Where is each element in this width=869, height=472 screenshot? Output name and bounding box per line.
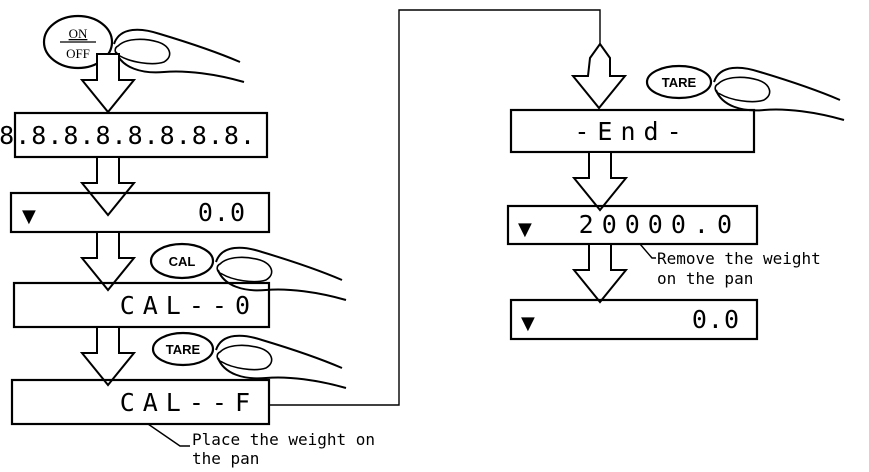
finger-icon [113,28,245,84]
note-remove-line-1: Remove the weight [657,249,821,268]
note-leader-line [639,243,656,259]
display-segment-test-text: 8.8.8.8.8.8.8.8. [0,121,256,150]
display-end: -End- [509,108,756,154]
finger-icon [713,66,845,121]
stable-indicator-icon: ▼ [22,206,36,227]
display-weight: ▼ 20000.0 [506,204,759,246]
flow-arrow-icon [81,231,135,291]
note-leader-line [147,423,190,447]
flow-arrow-icon [573,243,627,303]
display-weight-value: 20000.0 [579,210,740,239]
display-cal-f-text: CAL--F [120,388,258,417]
flow-arrow-icon [81,53,135,113]
on-label: ON [69,26,88,41]
flow-arrow-icon [81,326,135,386]
display-cal-zero: CAL--0 [12,281,271,329]
cal-button[interactable]: CAL [149,242,215,280]
display-end-text: -End- [574,117,689,146]
stable-indicator-icon: ▼ [518,219,532,240]
display-zero-right-value: 0.0 [692,305,740,334]
display-zero-value: 0.0 [198,198,246,227]
tare-button-right-label: TARE [662,75,697,90]
tare-button-right[interactable]: TARE [645,64,713,100]
on-off-button[interactable]: ON OFF [42,14,114,70]
flow-arrow-icon [570,42,628,110]
cal-button-label: CAL [169,254,196,269]
display-cal-zero-text: CAL--0 [120,291,258,320]
note-place-line-1: Place the weight on [192,430,375,449]
tare-button[interactable]: TARE [151,331,215,367]
off-label: OFF [66,46,90,61]
stable-indicator-icon: ▼ [521,313,535,334]
note-remove-line-2: on the pan [657,269,753,288]
display-segment-test: 8.8.8.8.8.8.8.8. [0,111,269,159]
note-place-line-2: the pan [192,449,259,468]
display-cal-f: CAL--F [10,378,271,426]
flow-arrow-icon [573,151,627,211]
tare-button-label: TARE [166,342,201,357]
flow-arrow-icon [81,156,135,216]
flow-connector-line [269,9,601,406]
display-zero-right: ▼ 0.0 [509,298,759,341]
display-zero: ▼ 0.0 [9,191,271,234]
